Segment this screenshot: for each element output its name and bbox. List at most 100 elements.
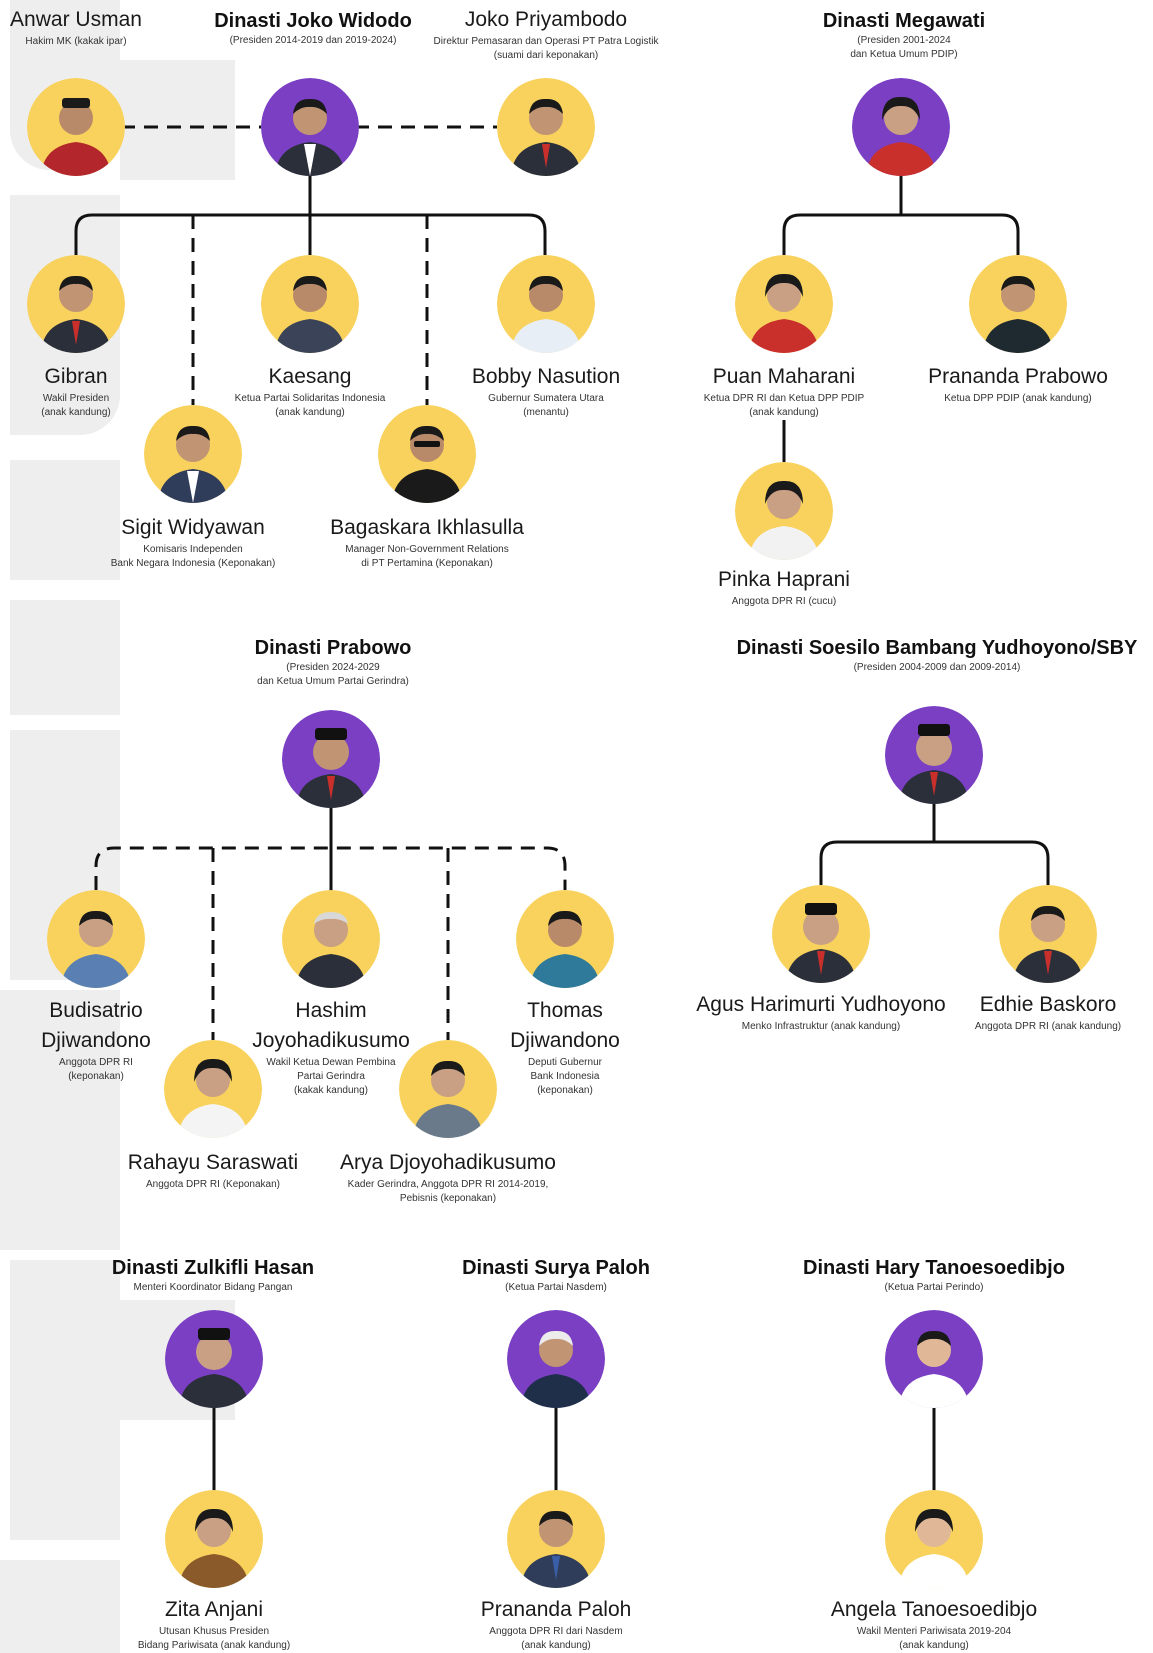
person-name: Kaesang — [268, 365, 352, 388]
person-desc: Wakil Presiden (anak kandung) — [41, 393, 111, 418]
title-prabowo: Dinasti Prabowo (Presiden 2024-2029 dan … — [255, 635, 412, 689]
title-megawati: Dinasti Megawati (Presiden 2001-2024 dan… — [823, 8, 985, 62]
dynasty-title: Dinasti Hary Tanoesoedibjo — [803, 1257, 1065, 1279]
watermark-block — [120, 60, 235, 180]
dynasty-title: Dinasti Soesilo Bambang Yudhoyono/SBY — [736, 637, 1138, 659]
person-desc: Wakil Menteri Pariwisata 2019-204 (anak … — [856, 1626, 1012, 1651]
avatar-edhie-baskoro — [999, 885, 1097, 983]
person-arya: Arya Djoyohadikusumo Kader Gerindra, Ang… — [340, 1148, 556, 1206]
person-thomas: Thomas Djiwandono Deputi Gubernur Bank I… — [510, 996, 620, 1098]
person-prananda-paloh: Prananda Paloh Anggota DPR RI dari Nasde… — [481, 1595, 632, 1653]
avatar-angela-tanoesoedibjo — [885, 1490, 983, 1588]
avatar-arya — [399, 1040, 497, 1138]
dynasty-subtitle: (Ketua Partai Nasdem) — [505, 1282, 607, 1293]
dynasty-title: Dinasti Surya Paloh — [462, 1257, 650, 1279]
person-joko-priyambodo: Joko Priyambodo Direktur Pemasaran dan O… — [434, 5, 659, 63]
person-desc: Anggota DPR RI dari Nasdem (anak kandung… — [489, 1626, 623, 1651]
avatar-megawati — [852, 78, 950, 176]
person-desc: Manager Non-Government Relations di PT P… — [345, 544, 509, 569]
person-name: Angela Tanoesoedibjo — [830, 1598, 1038, 1621]
person-budisatrio: Budisatrio Djiwandono Anggota DPR RI (ke… — [41, 996, 151, 1084]
watermark-block — [10, 460, 120, 580]
person-desc: Hakim MK (kakak ipar) — [25, 36, 127, 47]
watermark-block — [0, 1560, 120, 1653]
avatar-zita-anjani — [165, 1490, 263, 1588]
person-name: Zita Anjani — [164, 1598, 264, 1621]
person-name: Anwar Usman — [10, 8, 142, 31]
person-desc: Gubernur Sumatera Utara (menantu) — [488, 393, 604, 418]
person-name: Budisatrio Djiwandono — [41, 999, 151, 1052]
title-zulhas: Dinasti Zulkifli Hasan Menteri Koordinat… — [112, 1255, 314, 1295]
avatar-hashim — [282, 890, 380, 988]
person-desc: Anggota DPR RI (Keponakan) — [146, 1179, 280, 1190]
avatar-bagaskara — [378, 405, 476, 503]
person-name: Gibran — [44, 365, 108, 388]
avatar-pinka-haprani — [735, 462, 833, 560]
person-name: Thomas Djiwandono — [510, 999, 620, 1052]
person-desc: Wakil Ketua Dewan Pembina Partai Gerindr… — [266, 1057, 396, 1096]
person-desc: Menko Infrastruktur (anak kandung) — [741, 1021, 901, 1032]
person-desc: Ketua Partai Solidaritas Indonesia (anak… — [234, 393, 386, 418]
person-desc: Ketua DPP PDIP (anak kandung) — [944, 393, 1092, 404]
person-name: Arya Djoyohadikusumo — [340, 1151, 556, 1174]
line-megawati-children — [782, 213, 1020, 255]
person-name: Joko Priyambodo — [464, 8, 628, 31]
watermark-block — [10, 1260, 120, 1540]
avatar-zulkifli-hasan — [165, 1310, 263, 1408]
person-name: Puan Maharani — [712, 365, 856, 388]
person-name: Pinka Haprani — [718, 568, 850, 591]
person-bobby-nasution: Bobby Nasution Gubernur Sumatera Utara (… — [472, 362, 620, 420]
person-desc: Komisaris Independen Bank Negara Indones… — [110, 544, 276, 569]
avatar-kaesang — [261, 255, 359, 353]
person-anwar-usman: Anwar Usman Hakim MK (kakak ipar) — [10, 5, 142, 49]
avatar-gibran — [27, 255, 125, 353]
person-desc: Anggota DPR RI (keponakan) — [59, 1057, 133, 1082]
avatar-agus-harimurti — [772, 885, 870, 983]
person-agus-harimurti: Agus Harimurti Yudhoyono Menko Infrastru… — [696, 990, 945, 1034]
person-rahayu: Rahayu Saraswati Anggota DPR RI (Keponak… — [128, 1148, 298, 1192]
person-desc: Anggota DPR RI (cucu) — [731, 596, 837, 607]
person-bagaskara: Bagaskara Ikhlasulla Manager Non-Governm… — [330, 513, 524, 571]
person-angela-tanoesoedibjo: Angela Tanoesoedibjo Wakil Menteri Pariw… — [831, 1595, 1037, 1653]
dynasty-subtitle: (Presiden 2024-2029 dan Ketua Umum Parta… — [257, 662, 409, 687]
person-name: Hashim Joyohadikusumo — [252, 999, 410, 1052]
person-name: Bagaskara Ikhlasulla — [330, 516, 524, 539]
person-name: Agus Harimurti Yudhoyono — [696, 993, 946, 1016]
person-name: Prananda Paloh — [480, 1598, 632, 1621]
avatar-bobby-nasution — [497, 255, 595, 353]
avatar-hary-tanoesoedibjo — [885, 1310, 983, 1408]
dashed-prabowo-family — [94, 846, 567, 890]
person-name: Bobby Nasution — [471, 365, 621, 388]
dynasty-subtitle: (Presiden 2014-2019 dan 2019-2024) — [229, 35, 397, 46]
dynasty-subtitle: Menteri Koordinator Bidang Pangan — [133, 1282, 293, 1293]
person-edhie-baskoro: Edhie Baskoro Anggota DPR RI (anak kandu… — [975, 990, 1121, 1034]
avatar-rahayu — [164, 1040, 262, 1138]
person-name: Sigit Widyawan — [121, 516, 265, 539]
dynasty-title: Dinasti Megawati — [822, 10, 986, 32]
person-desc: Utusan Khusus Presiden Bidang Pariwisata… — [137, 1626, 291, 1651]
person-name: Prananda Prabowo — [928, 365, 1108, 388]
person-sigit-widyawan: Sigit Widyawan Komisaris Independen Bank… — [111, 513, 276, 571]
avatar-joko-widodo — [261, 78, 359, 176]
person-prananda-prabowo: Prananda Prabowo Ketua DPP PDIP (anak ka… — [928, 362, 1108, 406]
title-sby: Dinasti Soesilo Bambang Yudhoyono/SBY (P… — [737, 635, 1138, 675]
avatar-joko-priyambodo — [497, 78, 595, 176]
person-desc: Deputi Gubernur Bank Indonesia (keponaka… — [528, 1057, 602, 1096]
person-pinka-haprani: Pinka Haprani Anggota DPR RI (cucu) — [718, 565, 850, 609]
avatar-thomas — [516, 890, 614, 988]
dynasty-title: Dinasti Joko Widodo — [214, 10, 412, 32]
title-hary: Dinasti Hary Tanoesoedibjo (Ketua Partai… — [803, 1255, 1065, 1295]
dynasty-title: Dinasti Zulkifli Hasan — [111, 1257, 315, 1279]
person-desc: Kader Gerindra, Anggota DPR RI 2014-2019… — [347, 1179, 549, 1204]
dynasty-subtitle: (Ketua Partai Perindo) — [884, 1282, 984, 1293]
avatar-sby — [885, 706, 983, 804]
person-gibran: Gibran Wakil Presiden (anak kandung) — [41, 362, 111, 420]
dynasty-subtitle: (Presiden 2004-2009 dan 2009-2014) — [853, 662, 1021, 673]
dynasty-subtitle: (Presiden 2001-2024 dan Ketua Umum PDIP) — [850, 35, 958, 60]
dynasty-title: Dinasti Prabowo — [254, 637, 412, 659]
avatar-prananda-paloh — [507, 1490, 605, 1588]
avatar-anwar-usman — [27, 78, 125, 176]
title-jokowi: Dinasti Joko Widodo (Presiden 2014-2019 … — [214, 8, 412, 48]
